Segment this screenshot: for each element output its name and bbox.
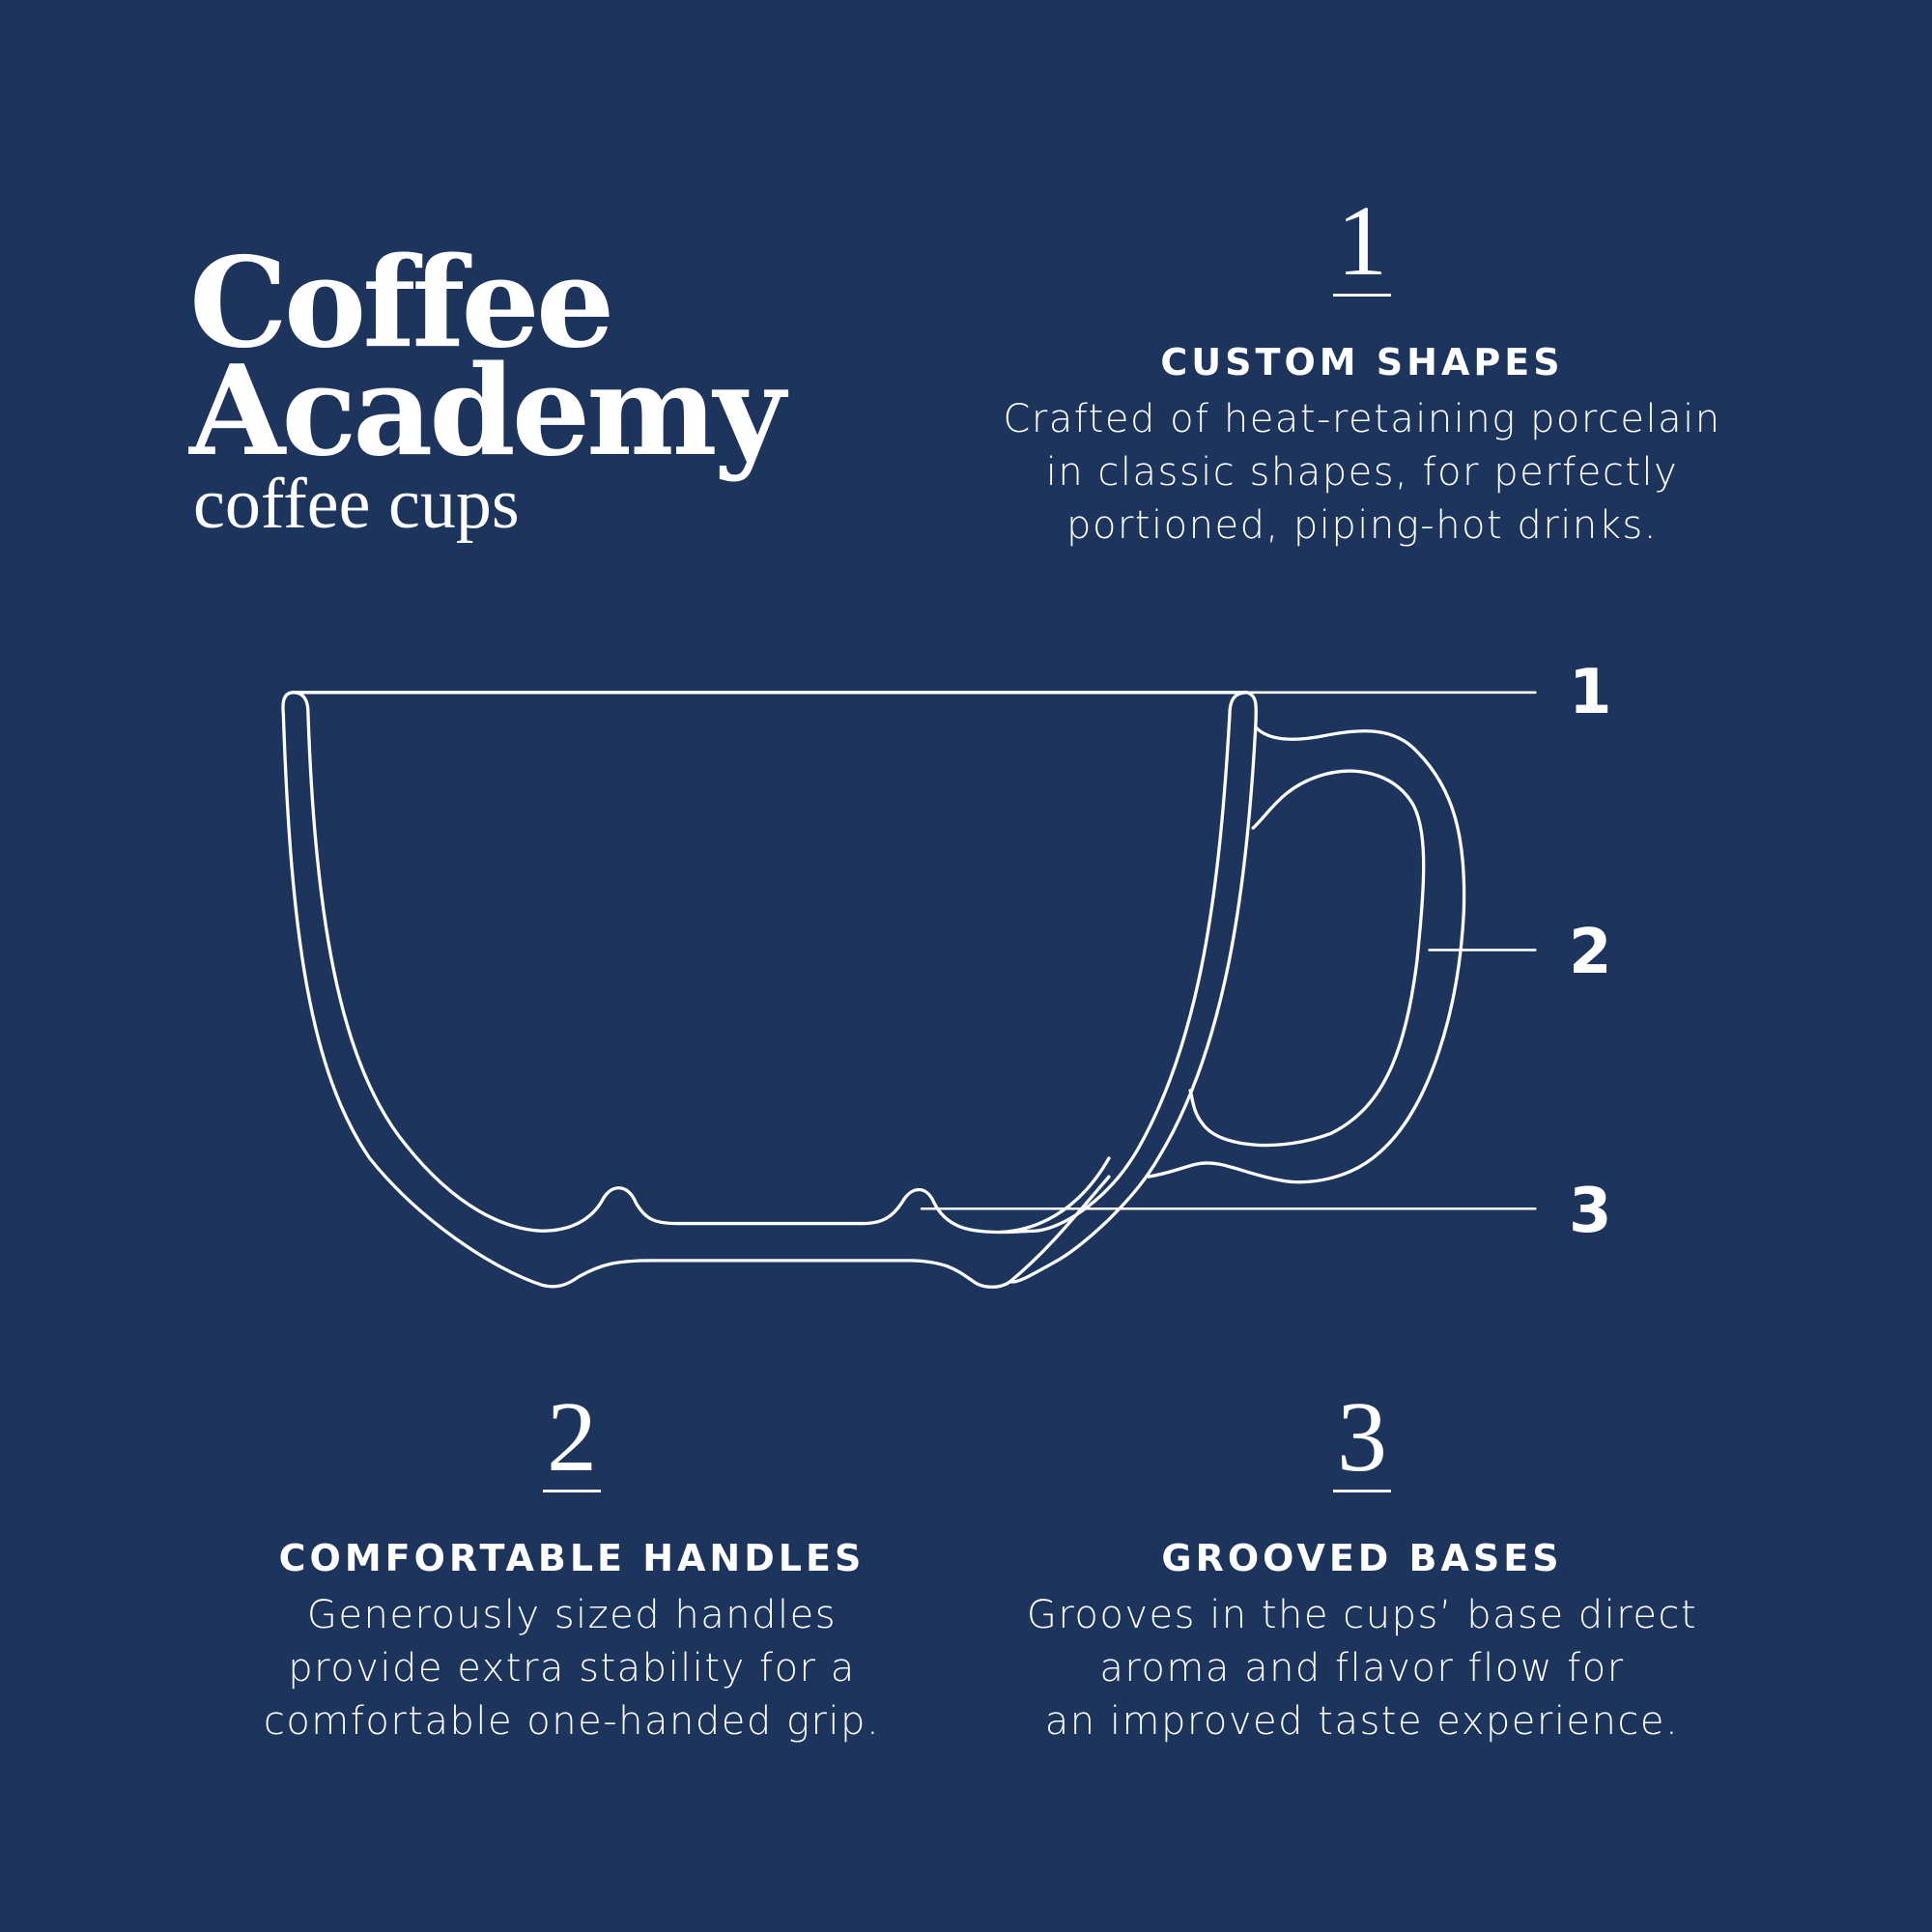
description-line: in classic shapes, for perfectly — [1045, 450, 1679, 495]
number-underline — [1333, 294, 1391, 297]
subtitle: coffee cups — [193, 465, 520, 544]
description-line: portioned, piping-hot drinks. — [1066, 503, 1658, 548]
number-underline — [1333, 1490, 1391, 1492]
cup-left-wall-outer — [281, 691, 582, 1289]
handle-outer — [1147, 724, 1466, 1184]
description-line: aroma and flavor flow for — [1099, 1646, 1625, 1690]
feature-heading: COMFORTABLE HANDLES — [278, 1537, 866, 1579]
cup-left-wall-inner — [291, 691, 606, 1233]
description-line: Grooves in the cups’ base direct — [1026, 1593, 1698, 1637]
description-line: provide extra stability for a — [288, 1646, 856, 1690]
feature-description: Generously sized handles provide extra s… — [176, 1589, 968, 1748]
callout-number-2: 2 — [1569, 917, 1612, 988]
title-academy: Academy — [189, 339, 785, 484]
feature-number: 3 — [1337, 1381, 1387, 1492]
feature-heading: CUSTOM SHAPES — [1160, 341, 1564, 384]
description-line: Generously sized handles — [306, 1593, 838, 1637]
feature-description: Crafted of heat-retaining porcelain in c… — [966, 393, 1758, 553]
feature-comfortable-handles: 2 COMFORTABLE HANDLES Generously sized h… — [176, 1381, 968, 1748]
description-line: an improved taste experience. — [1044, 1699, 1680, 1744]
callout-number-1: 1 — [1569, 657, 1612, 728]
number-underline — [543, 1490, 601, 1492]
description-line: Crafted of heat-retaining porcelain — [1003, 397, 1721, 441]
feature-description: Grooves in the cups’ base direct aroma a… — [966, 1589, 1758, 1748]
feature-number: 1 — [1337, 185, 1387, 297]
feature-heading: GROOVED BASES — [1161, 1537, 1563, 1579]
cup-right-wall-outer — [1009, 691, 1258, 1284]
title-coffee: Coffee — [189, 231, 614, 376]
feature-number: 2 — [547, 1381, 597, 1492]
callout-number-3: 3 — [1569, 1176, 1612, 1247]
description-line: comfortable one-handed grip. — [263, 1699, 881, 1744]
cup-right-wall-inner — [999, 691, 1249, 1235]
feature-grooved-bases: 3 GROOVED BASES Grooves in the cups’ bas… — [966, 1381, 1758, 1748]
title-block: Coffee Academy coffee cups — [189, 231, 785, 544]
cup-inner-base-grooves — [602, 1156, 1111, 1235]
cup-outer-foot — [577, 1175, 1111, 1289]
feature-custom-shapes: 1 CUSTOM SHAPES Crafted of heat-retainin… — [966, 185, 1758, 553]
handle-inner — [1188, 769, 1426, 1148]
